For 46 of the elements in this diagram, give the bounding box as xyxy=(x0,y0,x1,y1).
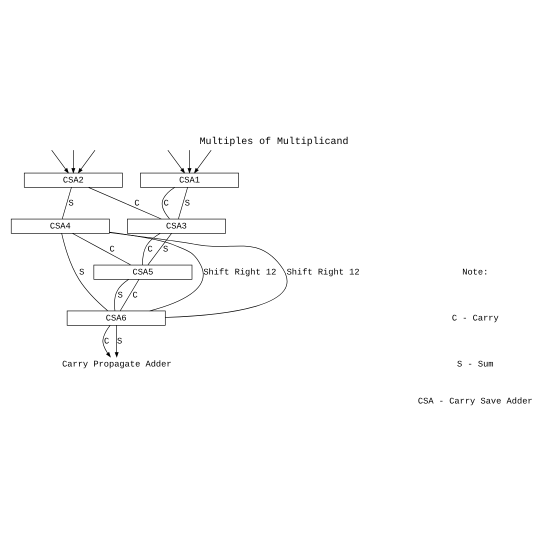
edge-label: S xyxy=(162,244,168,254)
label: C - Carry xyxy=(452,313,499,324)
edge-label: C xyxy=(164,198,169,208)
arrow xyxy=(188,150,192,174)
edge-label: S xyxy=(68,198,74,208)
connector xyxy=(162,187,175,220)
arrow xyxy=(102,324,111,358)
connector xyxy=(120,279,140,312)
edge-label: S xyxy=(184,198,190,208)
edge-label: Shift Right 12 xyxy=(203,267,276,278)
connector xyxy=(72,233,131,266)
edge-label: C xyxy=(134,198,140,208)
edge-label: S xyxy=(117,336,122,346)
arrow xyxy=(78,150,96,174)
node-box: CSA5 xyxy=(94,264,192,280)
node-box: CSA4 xyxy=(10,218,110,234)
label: S - Sum xyxy=(457,359,494,370)
edge-label: S xyxy=(118,290,123,300)
node-box: CSA2 xyxy=(24,172,123,188)
connector xyxy=(61,233,108,312)
node-box: CSA3 xyxy=(127,218,226,234)
arrow xyxy=(51,150,69,174)
edge-label: C xyxy=(110,244,115,254)
node-box: CSA1 xyxy=(140,172,239,188)
connector xyxy=(148,233,172,266)
node-text: Carry Propagate Adder xyxy=(62,359,172,370)
arrow xyxy=(168,150,186,174)
connector xyxy=(114,279,130,312)
edge-label: C xyxy=(104,336,110,346)
node-box: CSA6 xyxy=(66,310,166,326)
connector xyxy=(109,232,204,312)
label: CSA - Carry Save Adder xyxy=(418,396,533,407)
connector xyxy=(109,232,288,318)
connector xyxy=(62,187,72,220)
edge-label: Shift Right 12 xyxy=(286,267,360,278)
label: Note: xyxy=(462,267,488,278)
arrow xyxy=(71,150,76,174)
edge-label: S xyxy=(79,267,84,278)
arrow xyxy=(194,150,212,174)
diagram-title: Multiples of Multiplicand xyxy=(200,136,348,147)
arrow xyxy=(114,325,119,358)
connector xyxy=(88,187,162,220)
edge-label: C xyxy=(132,290,138,300)
edge-label: C xyxy=(147,244,153,254)
connector xyxy=(142,233,161,266)
connector xyxy=(178,187,188,220)
